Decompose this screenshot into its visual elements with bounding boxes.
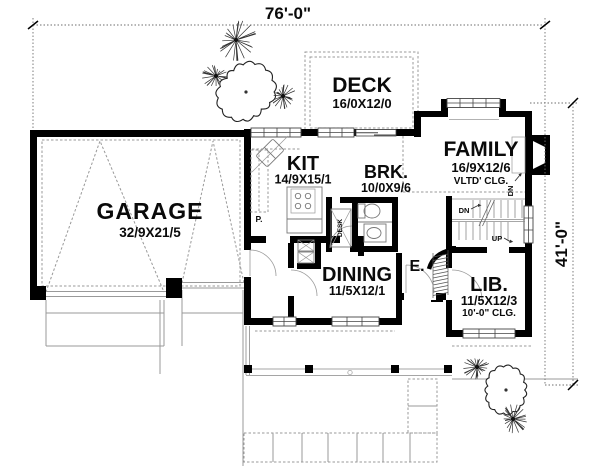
dining-room-label: DINING bbox=[322, 264, 392, 286]
kitchen-fixtures bbox=[250, 135, 323, 234]
entry-room-label: E. bbox=[409, 258, 424, 275]
laundry-closet bbox=[297, 239, 315, 264]
deck-outline bbox=[304, 51, 419, 134]
kitchen-size-label: 14/9X15/1 bbox=[275, 173, 332, 187]
ceiling-break-line bbox=[402, 136, 525, 193]
garage-size-label: 32/9X21/5 bbox=[119, 225, 181, 240]
porch-column bbox=[444, 365, 452, 373]
window bbox=[523, 205, 534, 244]
driveway bbox=[45, 290, 244, 466]
front-door-swing bbox=[405, 264, 435, 294]
window bbox=[272, 316, 297, 327]
height-dimension-label: 41'-0" bbox=[552, 221, 571, 267]
window bbox=[331, 316, 380, 327]
garage-door-swing-lines bbox=[45, 139, 245, 293]
tree-icon bbox=[215, 60, 277, 123]
garage-room-label: GARAGE bbox=[97, 198, 204, 224]
deck-room-label: DECK bbox=[332, 74, 392, 97]
bush-icon bbox=[272, 84, 296, 109]
labels: GARAGE 32/9X21/5 DECK 16/0X12/0 FAMILY 1… bbox=[97, 74, 519, 319]
door-swings bbox=[249, 249, 483, 301]
stairs-up-label: UP bbox=[492, 234, 502, 243]
landscaping bbox=[202, 20, 528, 434]
walkway bbox=[243, 378, 438, 463]
stairs-dn-side-label: DN bbox=[506, 186, 515, 197]
family-ceiling-label: VLTD' CLG. bbox=[454, 176, 509, 187]
dining-size-label: 11/5X12/1 bbox=[329, 284, 385, 298]
kitchen-room-label: KIT bbox=[287, 153, 319, 175]
desk-label: DESK bbox=[337, 219, 344, 237]
desk-nook bbox=[330, 208, 352, 248]
porch-column bbox=[305, 365, 313, 373]
width-dimension-label: 76'-0" bbox=[265, 4, 311, 23]
cooktop bbox=[290, 188, 316, 214]
stair-break-line bbox=[478, 199, 495, 227]
dn-side-arrow bbox=[518, 173, 522, 177]
pantry-shelves bbox=[250, 149, 269, 213]
windows bbox=[250, 98, 534, 339]
library-ceiling-label: 10'-0" CLG. bbox=[462, 308, 516, 319]
porch bbox=[244, 326, 578, 380]
bush-icon bbox=[219, 20, 257, 61]
bathroom bbox=[329, 203, 392, 249]
toilet-tank bbox=[357, 203, 366, 219]
library-size-label: 11/5X12/3 bbox=[461, 294, 517, 308]
pantry-label: P. bbox=[256, 214, 263, 224]
stairs bbox=[452, 173, 525, 244]
family-room-label: FAMILY bbox=[443, 138, 518, 161]
bush-icon bbox=[202, 64, 228, 87]
firebox bbox=[533, 141, 545, 169]
deck-size-label: 16/0X12/0 bbox=[332, 96, 391, 111]
window bbox=[317, 127, 355, 138]
family-size-label: 16/9X12/6 bbox=[451, 160, 510, 175]
dn-arrow bbox=[478, 203, 482, 207]
bush-icon bbox=[503, 404, 527, 434]
breakfast-size-label: 10/0X9/6 bbox=[361, 181, 411, 195]
window bbox=[250, 127, 302, 138]
entry-feature bbox=[432, 250, 449, 298]
family-room-details bbox=[402, 119, 545, 193]
stairs-dn-label: DN bbox=[459, 206, 470, 215]
up-arrow bbox=[509, 239, 514, 244]
garage-interior bbox=[41, 139, 245, 297]
breakfast-room-label: BRK. bbox=[364, 162, 408, 182]
hearth bbox=[511, 136, 526, 174]
dimensions: 76'-0" 41'-0" bbox=[27, 4, 579, 391]
corner-sink bbox=[256, 139, 284, 167]
toilet-bowl bbox=[363, 203, 381, 219]
sink-bowl bbox=[366, 227, 382, 239]
window bbox=[446, 98, 501, 108]
window bbox=[462, 328, 516, 339]
patio-slider-door bbox=[355, 129, 397, 137]
bush-icon bbox=[463, 358, 490, 380]
kitchen-island bbox=[286, 186, 323, 234]
sink-counter bbox=[363, 223, 387, 243]
door-openings bbox=[244, 236, 509, 300]
garage-door-panels bbox=[46, 282, 244, 297]
porch-column bbox=[391, 365, 399, 373]
porch-column bbox=[244, 365, 252, 373]
library-room-label: LIB. bbox=[470, 274, 508, 296]
